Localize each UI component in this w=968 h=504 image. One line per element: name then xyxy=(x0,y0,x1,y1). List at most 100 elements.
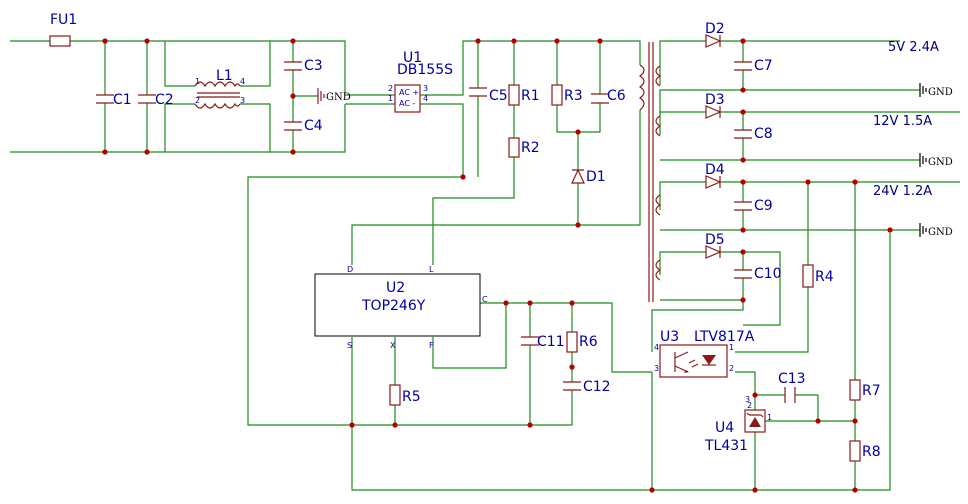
ref-d5: D5 xyxy=(705,232,725,248)
capacitor-c13 xyxy=(784,387,796,403)
ref-c3: C3 xyxy=(304,58,323,74)
pin-u3-2: 2 xyxy=(729,364,734,373)
u1-ac-minus: AC - xyxy=(399,99,415,108)
gnd-label: GND xyxy=(326,92,351,103)
resistor-r6 xyxy=(566,331,578,353)
pin-u1-2: 2 xyxy=(388,84,393,93)
resistor-r4 xyxy=(802,264,814,288)
capacitor-c11 xyxy=(521,336,539,346)
shunt-regulator-u4 xyxy=(744,409,766,433)
u1-ac-plus: AC + xyxy=(399,88,419,97)
ref-r5: R5 xyxy=(402,389,421,405)
capacitor-c4 xyxy=(284,121,302,131)
pin-u4-2: 2 xyxy=(747,401,752,410)
pin-u2-s: S xyxy=(347,341,352,350)
capacitor-c3 xyxy=(284,61,302,71)
capacitor-c1 xyxy=(96,94,114,104)
ref-c4: C4 xyxy=(304,118,323,134)
ref-c5: C5 xyxy=(489,88,508,104)
ref-l1: L1 xyxy=(216,68,233,84)
pin-u3-1: 1 xyxy=(729,343,734,352)
capacitor-c12 xyxy=(563,381,581,391)
u2-part: TOP246Y xyxy=(361,298,426,314)
pin-u1-4: 4 xyxy=(423,94,428,103)
ref-r7: R7 xyxy=(862,383,881,399)
ref-c7: C7 xyxy=(754,58,773,74)
diode-d4 xyxy=(705,175,722,189)
capacitor-c8 xyxy=(734,129,752,139)
pin-u3-4: 4 xyxy=(654,343,659,352)
ref-c10: C10 xyxy=(754,266,782,282)
pin-u4-1: 1 xyxy=(767,413,772,422)
resistor-r5 xyxy=(389,384,401,406)
pin-u2-l: L xyxy=(429,265,434,274)
ic-u2 xyxy=(314,273,481,337)
pin-u2-c: C xyxy=(482,295,488,304)
capacitor-c10 xyxy=(734,269,752,279)
output-5v-label: 5V 2.4A xyxy=(888,40,939,55)
transformer xyxy=(638,42,662,302)
ref-r8: R8 xyxy=(862,444,881,460)
ref-c11: C11 xyxy=(537,334,565,350)
ref-c8: C8 xyxy=(754,126,773,142)
resistor-r1 xyxy=(508,84,520,106)
capacitor-c5 xyxy=(469,87,487,97)
ref-c6: C6 xyxy=(607,88,626,104)
diode-d2 xyxy=(705,34,722,48)
output-12v-label: 12V 1.5A xyxy=(873,114,932,129)
labels: FU1 C1 C2 L1 1 2 4 3 C3 C4 GND U1 DB155S… xyxy=(50,12,953,460)
ground-icon xyxy=(317,88,325,104)
u4-part: TL431 xyxy=(704,438,748,454)
pin-u4-3: 3 xyxy=(745,395,750,404)
ref-d2: D2 xyxy=(705,21,725,37)
junctions xyxy=(102,38,893,493)
ref-u3: U3 xyxy=(660,329,679,345)
ref-r2: R2 xyxy=(521,140,540,156)
ref-c2: C2 xyxy=(155,92,174,108)
pin-u1-3: 3 xyxy=(423,84,428,93)
capacitor-c9 xyxy=(734,201,752,211)
ref-d1: D1 xyxy=(586,169,606,185)
ref-c9: C9 xyxy=(754,198,773,214)
pin-l1-2: 2 xyxy=(195,96,200,105)
ref-u4: U4 xyxy=(715,420,734,436)
ref-c13: C13 xyxy=(778,371,806,387)
ref-r6: R6 xyxy=(579,334,598,350)
ref-u1: U1 xyxy=(403,50,422,66)
resistor-r2 xyxy=(508,137,520,158)
inductor-l1 xyxy=(194,81,241,109)
ref-d4: D4 xyxy=(705,162,725,178)
output-24v-label: 24V 1.2A xyxy=(873,184,932,199)
ref-r1: R1 xyxy=(521,88,540,104)
bridge-rectifier-u1 xyxy=(394,84,421,113)
optocoupler-u3 xyxy=(659,344,728,378)
u1-part: DB155S xyxy=(397,62,453,78)
pin-u2-x: X xyxy=(390,341,396,350)
resistor-r7 xyxy=(849,379,861,401)
pin-u2-d: D xyxy=(347,265,353,274)
diode-d1 xyxy=(571,168,585,184)
diode-d5 xyxy=(705,245,722,259)
fuse-fu1 xyxy=(49,35,71,47)
ground-icon xyxy=(919,83,927,237)
pin-u2-f: F xyxy=(429,341,434,350)
pin-l1-4: 4 xyxy=(240,77,245,86)
diode-d3 xyxy=(705,105,722,119)
resistor-r3 xyxy=(551,84,563,106)
ref-r3: R3 xyxy=(564,88,583,104)
pin-u1-1: 1 xyxy=(388,94,393,103)
capacitor-c6 xyxy=(591,93,609,104)
gnd-label: GND xyxy=(928,157,953,168)
resistor-r8 xyxy=(849,440,861,462)
ref-u2: U2 xyxy=(386,280,405,296)
ref-r4: R4 xyxy=(815,269,834,285)
ref-c1: C1 xyxy=(113,92,132,108)
capacitor-c2 xyxy=(138,94,156,104)
gnd-label: GND xyxy=(928,227,953,238)
ref-fu1: FU1 xyxy=(50,12,77,28)
pin-u3-3: 3 xyxy=(654,364,659,373)
pin-l1-3: 3 xyxy=(240,96,245,105)
ref-d3: D3 xyxy=(705,92,725,108)
u3-part: LTV817A xyxy=(694,329,755,345)
